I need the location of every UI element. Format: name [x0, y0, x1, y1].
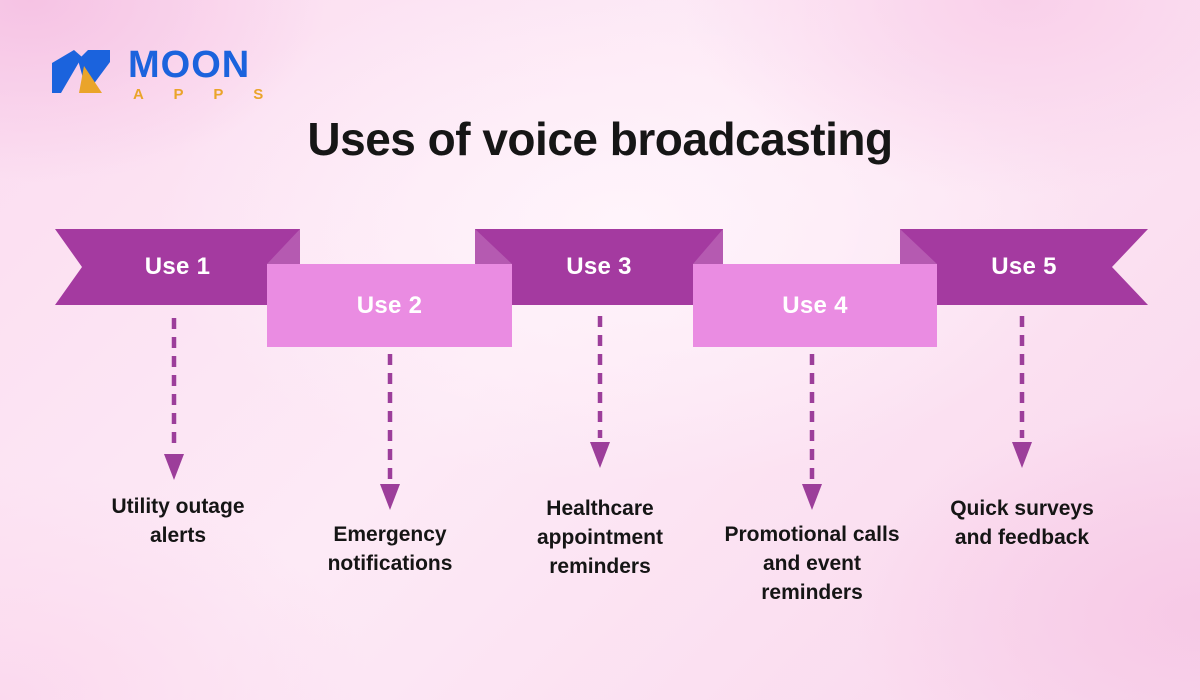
banner-use-4: Use 4	[693, 264, 937, 347]
logo-sub-text: A P P S	[133, 86, 277, 103]
dashed-arrow-down-1	[162, 316, 186, 482]
banner-use-5-label: Use 5	[991, 253, 1057, 280]
caption-use-5: Quick surveys and feedback	[950, 497, 1094, 549]
banner-use-5: Use 5	[900, 229, 1148, 305]
page-title: Uses of voice broadcasting	[307, 113, 893, 165]
caption-use-1: Utility outage alerts	[111, 495, 245, 547]
dashed-arrow-down-2	[378, 352, 402, 512]
moon-apps-logo-icon	[52, 50, 110, 93]
logo-brand-text: MOON	[128, 44, 251, 86]
caption-use-4: Promotional calls and event reminders	[724, 523, 900, 604]
moon-apps-logo: MOON A P P S	[48, 46, 276, 102]
caption-use-2: Emergency notifications	[327, 523, 453, 575]
banner-use-1: Use 1	[55, 229, 300, 305]
banner-use-4-label: Use 4	[782, 291, 848, 319]
banner-use-2: Use 2	[267, 264, 512, 347]
banner-use-3: Use 3	[475, 229, 723, 305]
dashed-arrow-down-5	[1010, 314, 1034, 470]
caption-use-3: Healthcare appointment reminders	[537, 497, 663, 578]
banner-use-3-label: Use 3	[566, 253, 632, 280]
banner-use-2-label: Use 2	[356, 291, 423, 319]
banner-use-1-label: Use 1	[144, 253, 211, 280]
dashed-arrow-down-4	[800, 352, 824, 512]
dashed-arrow-down-3	[588, 314, 612, 470]
